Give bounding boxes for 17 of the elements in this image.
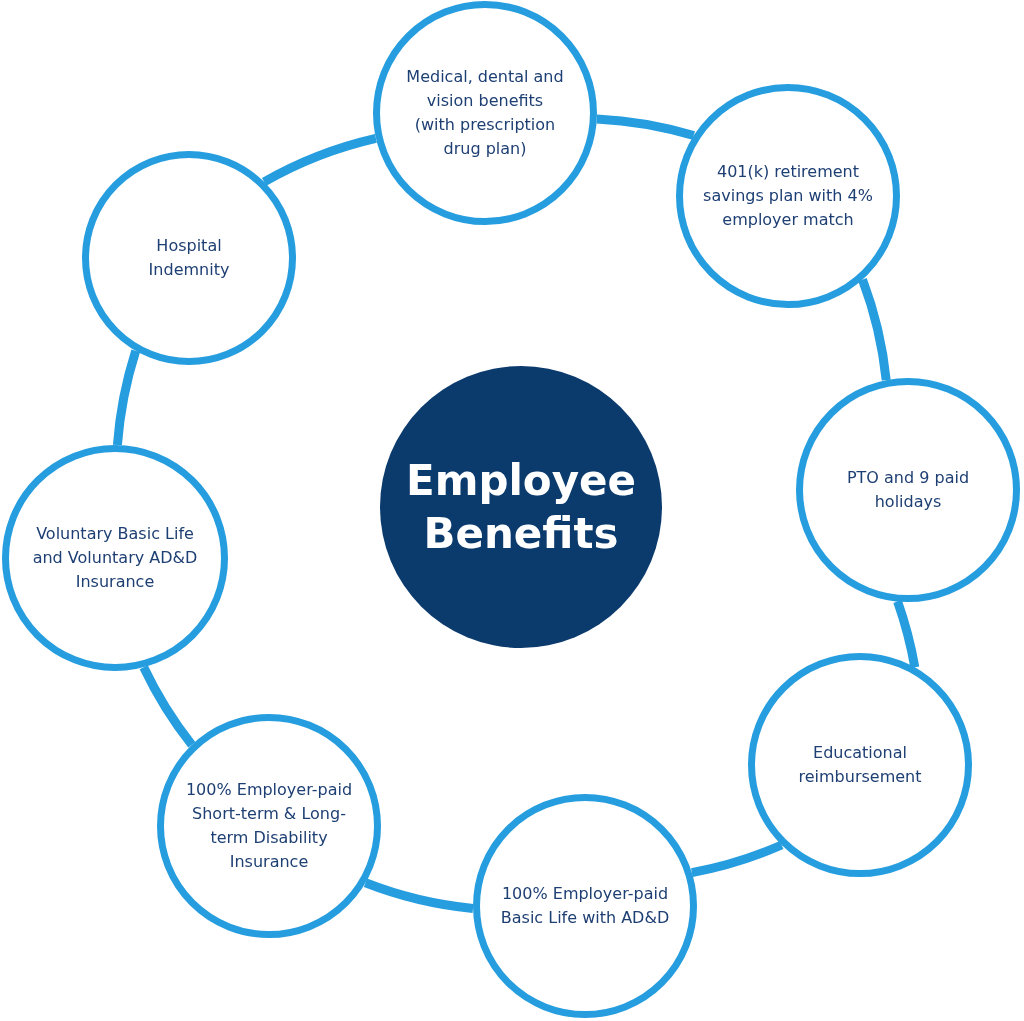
- center-title: Employee Benefits: [404, 455, 638, 560]
- connector-arc: [262, 134, 378, 186]
- benefit-label: 100% Employer-paid Short-term & Long-term Disability Insurance: [184, 779, 354, 873]
- connector-arc: [596, 114, 695, 140]
- connector-arc: [139, 665, 196, 748]
- connector-arc: [112, 349, 141, 446]
- benefit-label: PTO and 9 paid holidays: [845, 467, 971, 513]
- benefit-label: Educational reimbursement: [797, 742, 923, 788]
- benefit-label: Hospital Indemnity: [147, 235, 231, 281]
- benefit-label: Voluntary Basic Life and Voluntary AD&D Insurance: [31, 523, 199, 593]
- benefit-label: Medical, dental and vision benefits (with prescription drug plan): [405, 66, 565, 160]
- connector-arc: [690, 840, 784, 877]
- connector-arc: [893, 600, 920, 669]
- connector-arc: [858, 278, 891, 381]
- connector-arc: [364, 878, 474, 913]
- benefit-label: 401(k) retirement savings plan with 4% employer match: [702, 161, 874, 231]
- benefit-label: 100% Employer-paid Basic Life with AD&D: [499, 883, 671, 929]
